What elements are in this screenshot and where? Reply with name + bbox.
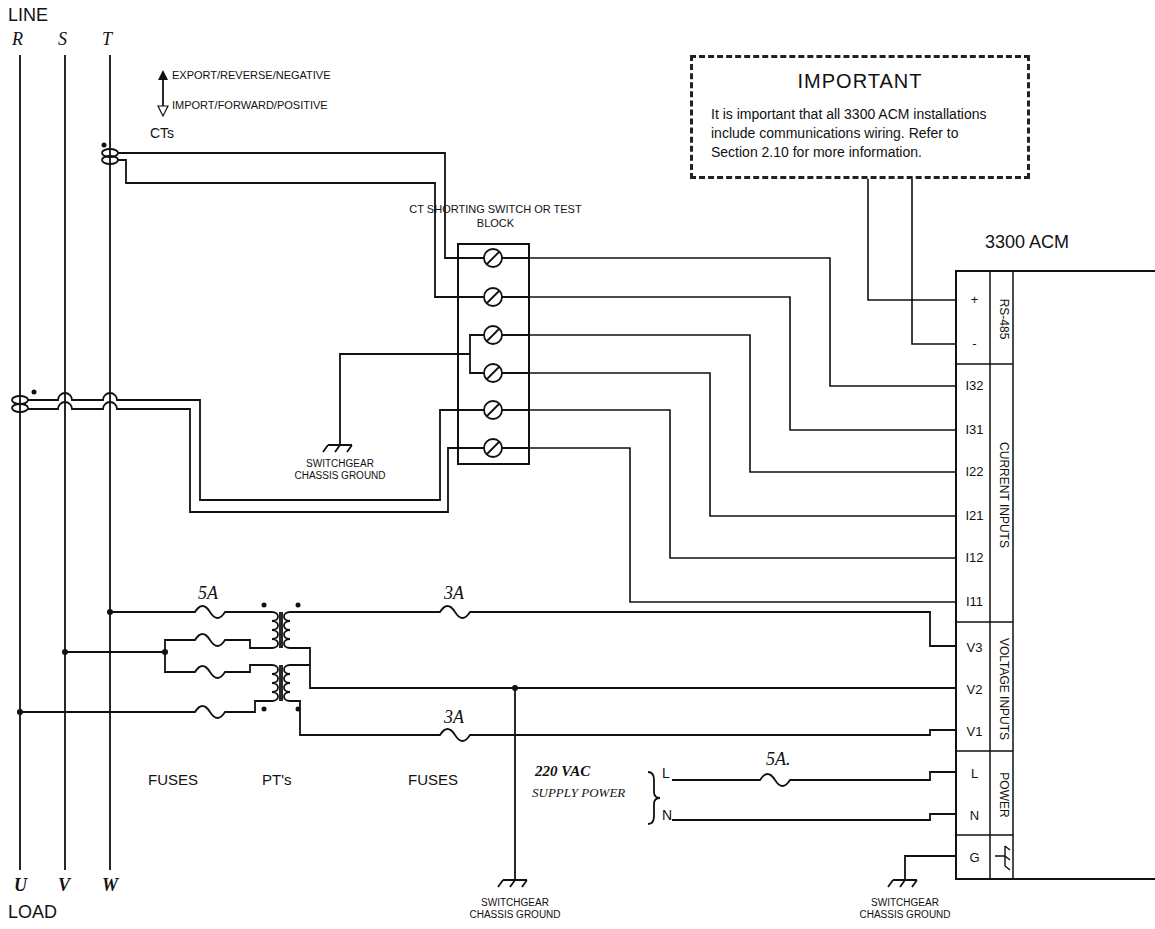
ct-label: CTs [150, 126, 174, 140]
current-transformer [12, 404, 28, 412]
pt-primary-wire [110, 606, 272, 618]
meter-box: 3300 ACM+-I32I31I22I21I12I11V3V2V1LNGRS-… [955, 270, 1155, 880]
junction-dot [162, 649, 168, 655]
fuse-rating: 5A. [766, 750, 791, 768]
ct-lead [118, 160, 484, 297]
terminal-name: I12 [957, 550, 992, 566]
junction-dot [62, 649, 68, 655]
phase-label: T [102, 30, 112, 48]
power-wire [672, 772, 955, 786]
terminal-name: I32 [957, 378, 992, 394]
terminal-name: V3 [957, 640, 992, 656]
junction-dot [512, 685, 518, 691]
supply-terminal: N [662, 808, 672, 822]
ground-symbol [498, 880, 527, 887]
terminal-screw [502, 258, 530, 448]
group-label: POWER [995, 757, 1013, 833]
fuse-label: FUSES [408, 772, 458, 787]
fuse-rating: 3A [444, 584, 464, 602]
signal-wire [912, 179, 955, 344]
group-label: CURRENT INPUTS [995, 370, 1013, 620]
voltage-wire [290, 701, 955, 741]
polarity-dot [296, 603, 301, 608]
region-label: LOAD [8, 903, 57, 921]
terminal-screw [487, 252, 499, 454]
current-transformer [12, 396, 28, 404]
signal-wire [530, 448, 955, 602]
arrow-head [158, 70, 168, 80]
phase-line [20, 55, 110, 870]
terminal-screw [484, 249, 530, 457]
terminal-name: I22 [957, 464, 992, 480]
group-label: RS-485 [995, 276, 1013, 362]
note-box: IMPORTANT It is important that all 3300 A… [690, 55, 1030, 179]
test-block: CT SHORTING SWITCH OR TEST BLOCK [457, 243, 530, 465]
phase-label: U [14, 876, 27, 894]
terminal-name: V2 [957, 682, 992, 698]
pt-primary-wire [20, 701, 272, 718]
ground-label: SWITCHGEAR CHASSIS GROUND [290, 458, 390, 482]
supply-voltage: 220 VAC [535, 764, 590, 779]
direction-arrow [162, 80, 164, 106]
fuse-label: FUSES [148, 772, 198, 787]
phase-label: V [58, 876, 70, 894]
ground-label: SWITCHGEAR CHASSIS GROUND [465, 897, 565, 921]
pt-label: PT's [262, 772, 292, 787]
polarity-dot [32, 390, 37, 395]
terminal-name: L [957, 766, 992, 782]
group-label: VOLTAGE INPUTS [995, 628, 1013, 749]
ground-wire [905, 856, 955, 880]
ground-symbol [995, 846, 1010, 870]
arrow-head [158, 106, 168, 116]
ground-symbol [888, 880, 917, 887]
signal-wire [530, 410, 955, 558]
potential-transformer [272, 612, 290, 648]
phase-label: S [58, 30, 67, 48]
signal-wire [530, 258, 955, 386]
junction-dot [107, 609, 113, 615]
terminal-name: V1 [957, 724, 992, 740]
polarity-dot [262, 707, 267, 712]
brace [648, 772, 660, 824]
polarity-dot [262, 603, 267, 608]
marks [17, 70, 518, 715]
power-wire [672, 814, 955, 820]
signal-wire [530, 373, 955, 516]
potential-transformer [272, 665, 290, 701]
supply-label: SUPPLY POWER [532, 786, 625, 799]
fuse-rating: 3A [444, 708, 464, 726]
wiring [12, 55, 1013, 887]
fuse-rating: 5A [198, 584, 218, 602]
direction-label: IMPORT/FORWARD/POSITIVE [172, 100, 328, 111]
voltage-wire [290, 648, 955, 880]
terminal-name: I21 [957, 508, 992, 524]
ground-symbol [323, 445, 352, 452]
polarity-dot [296, 707, 301, 712]
signal-wire [530, 335, 955, 472]
terminal-grid [955, 270, 1013, 880]
ground-label: SWITCHGEAR CHASSIS GROUND [855, 897, 955, 921]
terminal-name: G [957, 850, 992, 866]
terminal-name: - [957, 336, 992, 352]
voltage-wire [290, 606, 955, 646]
block-heading: CT SHORTING SWITCH OR TEST BLOCK [404, 203, 587, 231]
current-transformer [102, 156, 118, 164]
ground-link [340, 335, 484, 445]
ct-lead [28, 402, 484, 512]
polarity-dot [102, 143, 107, 148]
phase-label: W [102, 876, 118, 894]
supply-terminal: L [662, 766, 670, 780]
direction-label: EXPORT/REVERSE/NEGATIVE [172, 70, 331, 81]
device-name: 3300 ACM [985, 232, 1069, 253]
note-body: It is important that all 3300 ACM instal… [711, 105, 1009, 162]
terminal-name: N [957, 808, 992, 824]
terminal-name: + [957, 292, 992, 308]
region-label: LINE [8, 6, 48, 24]
phase-label: R [12, 30, 23, 48]
terminal-name: I31 [957, 422, 992, 438]
note-heading: IMPORTANT [711, 70, 1009, 93]
pt-primary-wire [65, 634, 272, 678]
junction-dot [17, 709, 23, 715]
terminal-name: I11 [957, 594, 992, 610]
